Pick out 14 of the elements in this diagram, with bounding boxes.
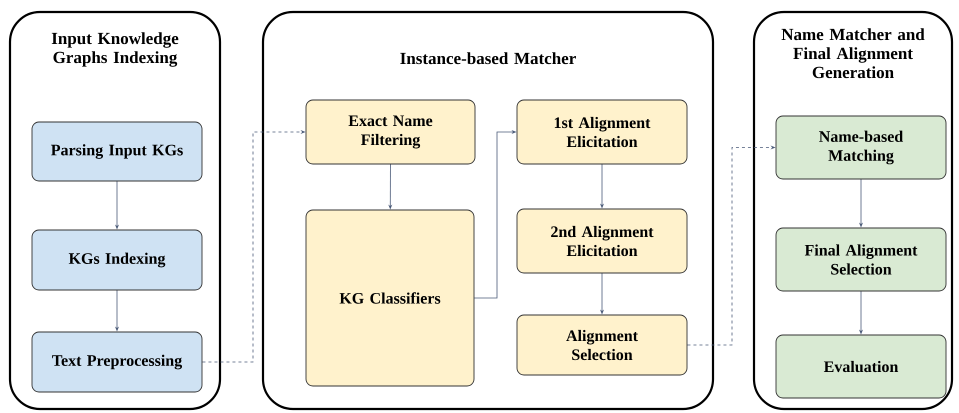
process-box: Final Alignment Selection <box>776 228 946 292</box>
process-box: Parsing Input KGs <box>32 122 202 182</box>
group-title: Name Matcher and Final Alignment Generation <box>782 28 925 78</box>
process-box: 2nd Alignment Elicitation <box>516 208 688 274</box>
group-title: Instance-based Matcher <box>400 52 576 64</box>
process-box: Name-based Matching <box>776 116 946 180</box>
process-box: Exact Name Filtering <box>306 100 476 164</box>
process-box: Alignment Selection <box>516 314 688 376</box>
process-box: Text Preprocessing <box>32 332 202 392</box>
group-title: Input Knowledge Graphs Indexing <box>52 32 178 67</box>
process-box: KGs Indexing <box>32 230 202 290</box>
process-box: KG Classifiers <box>306 210 474 386</box>
process-box: 1st Alignment Elicitation <box>516 100 688 164</box>
process-box: Evaluation <box>776 334 946 398</box>
